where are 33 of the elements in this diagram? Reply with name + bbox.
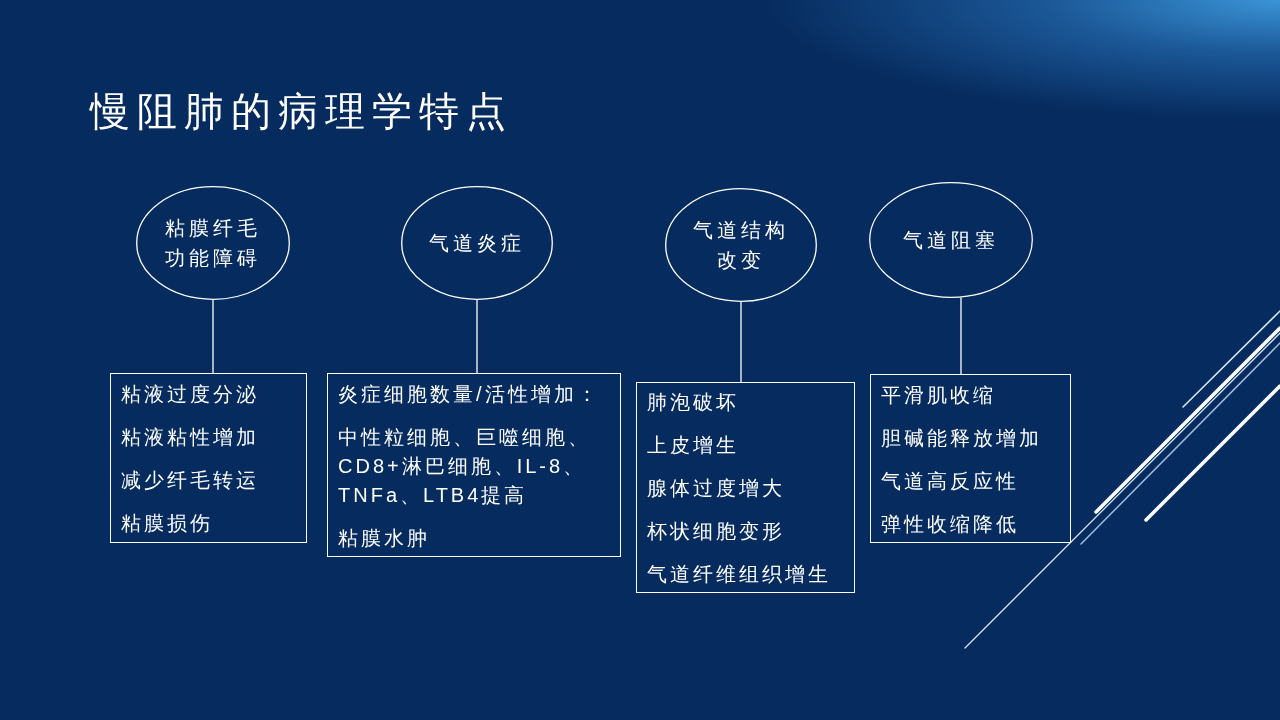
slide-title: 慢阻肺的病理学特点 xyxy=(90,88,513,136)
item-text: 肺泡破坏 xyxy=(647,390,740,415)
item-text: 粘膜损伤 xyxy=(121,511,214,536)
topic-label: 气道结构改变 xyxy=(692,218,790,273)
topic-label: 气道炎症 xyxy=(428,231,526,256)
item-text: 炎症细胞数量/活性增加： xyxy=(338,382,601,407)
item-text: 减少纤毛转运 xyxy=(121,468,260,493)
item-text: 气道纤维组织增生 xyxy=(647,562,832,587)
item-text: 平滑肌收缩 xyxy=(881,383,997,408)
item-text: 上皮增生 xyxy=(647,433,740,458)
item-text: 胆碱能释放增加 xyxy=(881,426,1043,451)
topic-label: 粘膜纤毛功能障碍 xyxy=(164,216,262,271)
connector-line xyxy=(476,299,478,374)
connector-line xyxy=(960,296,962,375)
connector-line xyxy=(740,301,742,383)
topic-label: 气道阻塞 xyxy=(902,228,1000,253)
item-text: 腺体过度增大 xyxy=(647,476,786,501)
topic-ellipse xyxy=(869,182,1033,298)
item-text: 粘液过度分泌 xyxy=(121,382,260,407)
item-text: 中性粒细胞、巨噬细胞、CD8+淋巴细胞、IL-8、TNFa、LTB4提高 xyxy=(338,425,592,508)
connector-line xyxy=(212,299,214,374)
item-text: 粘膜水肿 xyxy=(338,526,431,551)
item-text: 粘液粘性增加 xyxy=(121,425,260,450)
topic-ellipse xyxy=(665,188,817,302)
topic-ellipse xyxy=(401,186,553,300)
detail-box xyxy=(110,373,307,543)
item-text: 杯状细胞变形 xyxy=(647,519,786,544)
detail-box xyxy=(870,374,1071,543)
item-text: 气道高反应性 xyxy=(881,469,1020,494)
item-text: 弹性收缩降低 xyxy=(881,512,1020,537)
detail-box xyxy=(636,382,855,593)
topic-ellipse xyxy=(136,186,290,300)
detail-box xyxy=(327,373,621,557)
